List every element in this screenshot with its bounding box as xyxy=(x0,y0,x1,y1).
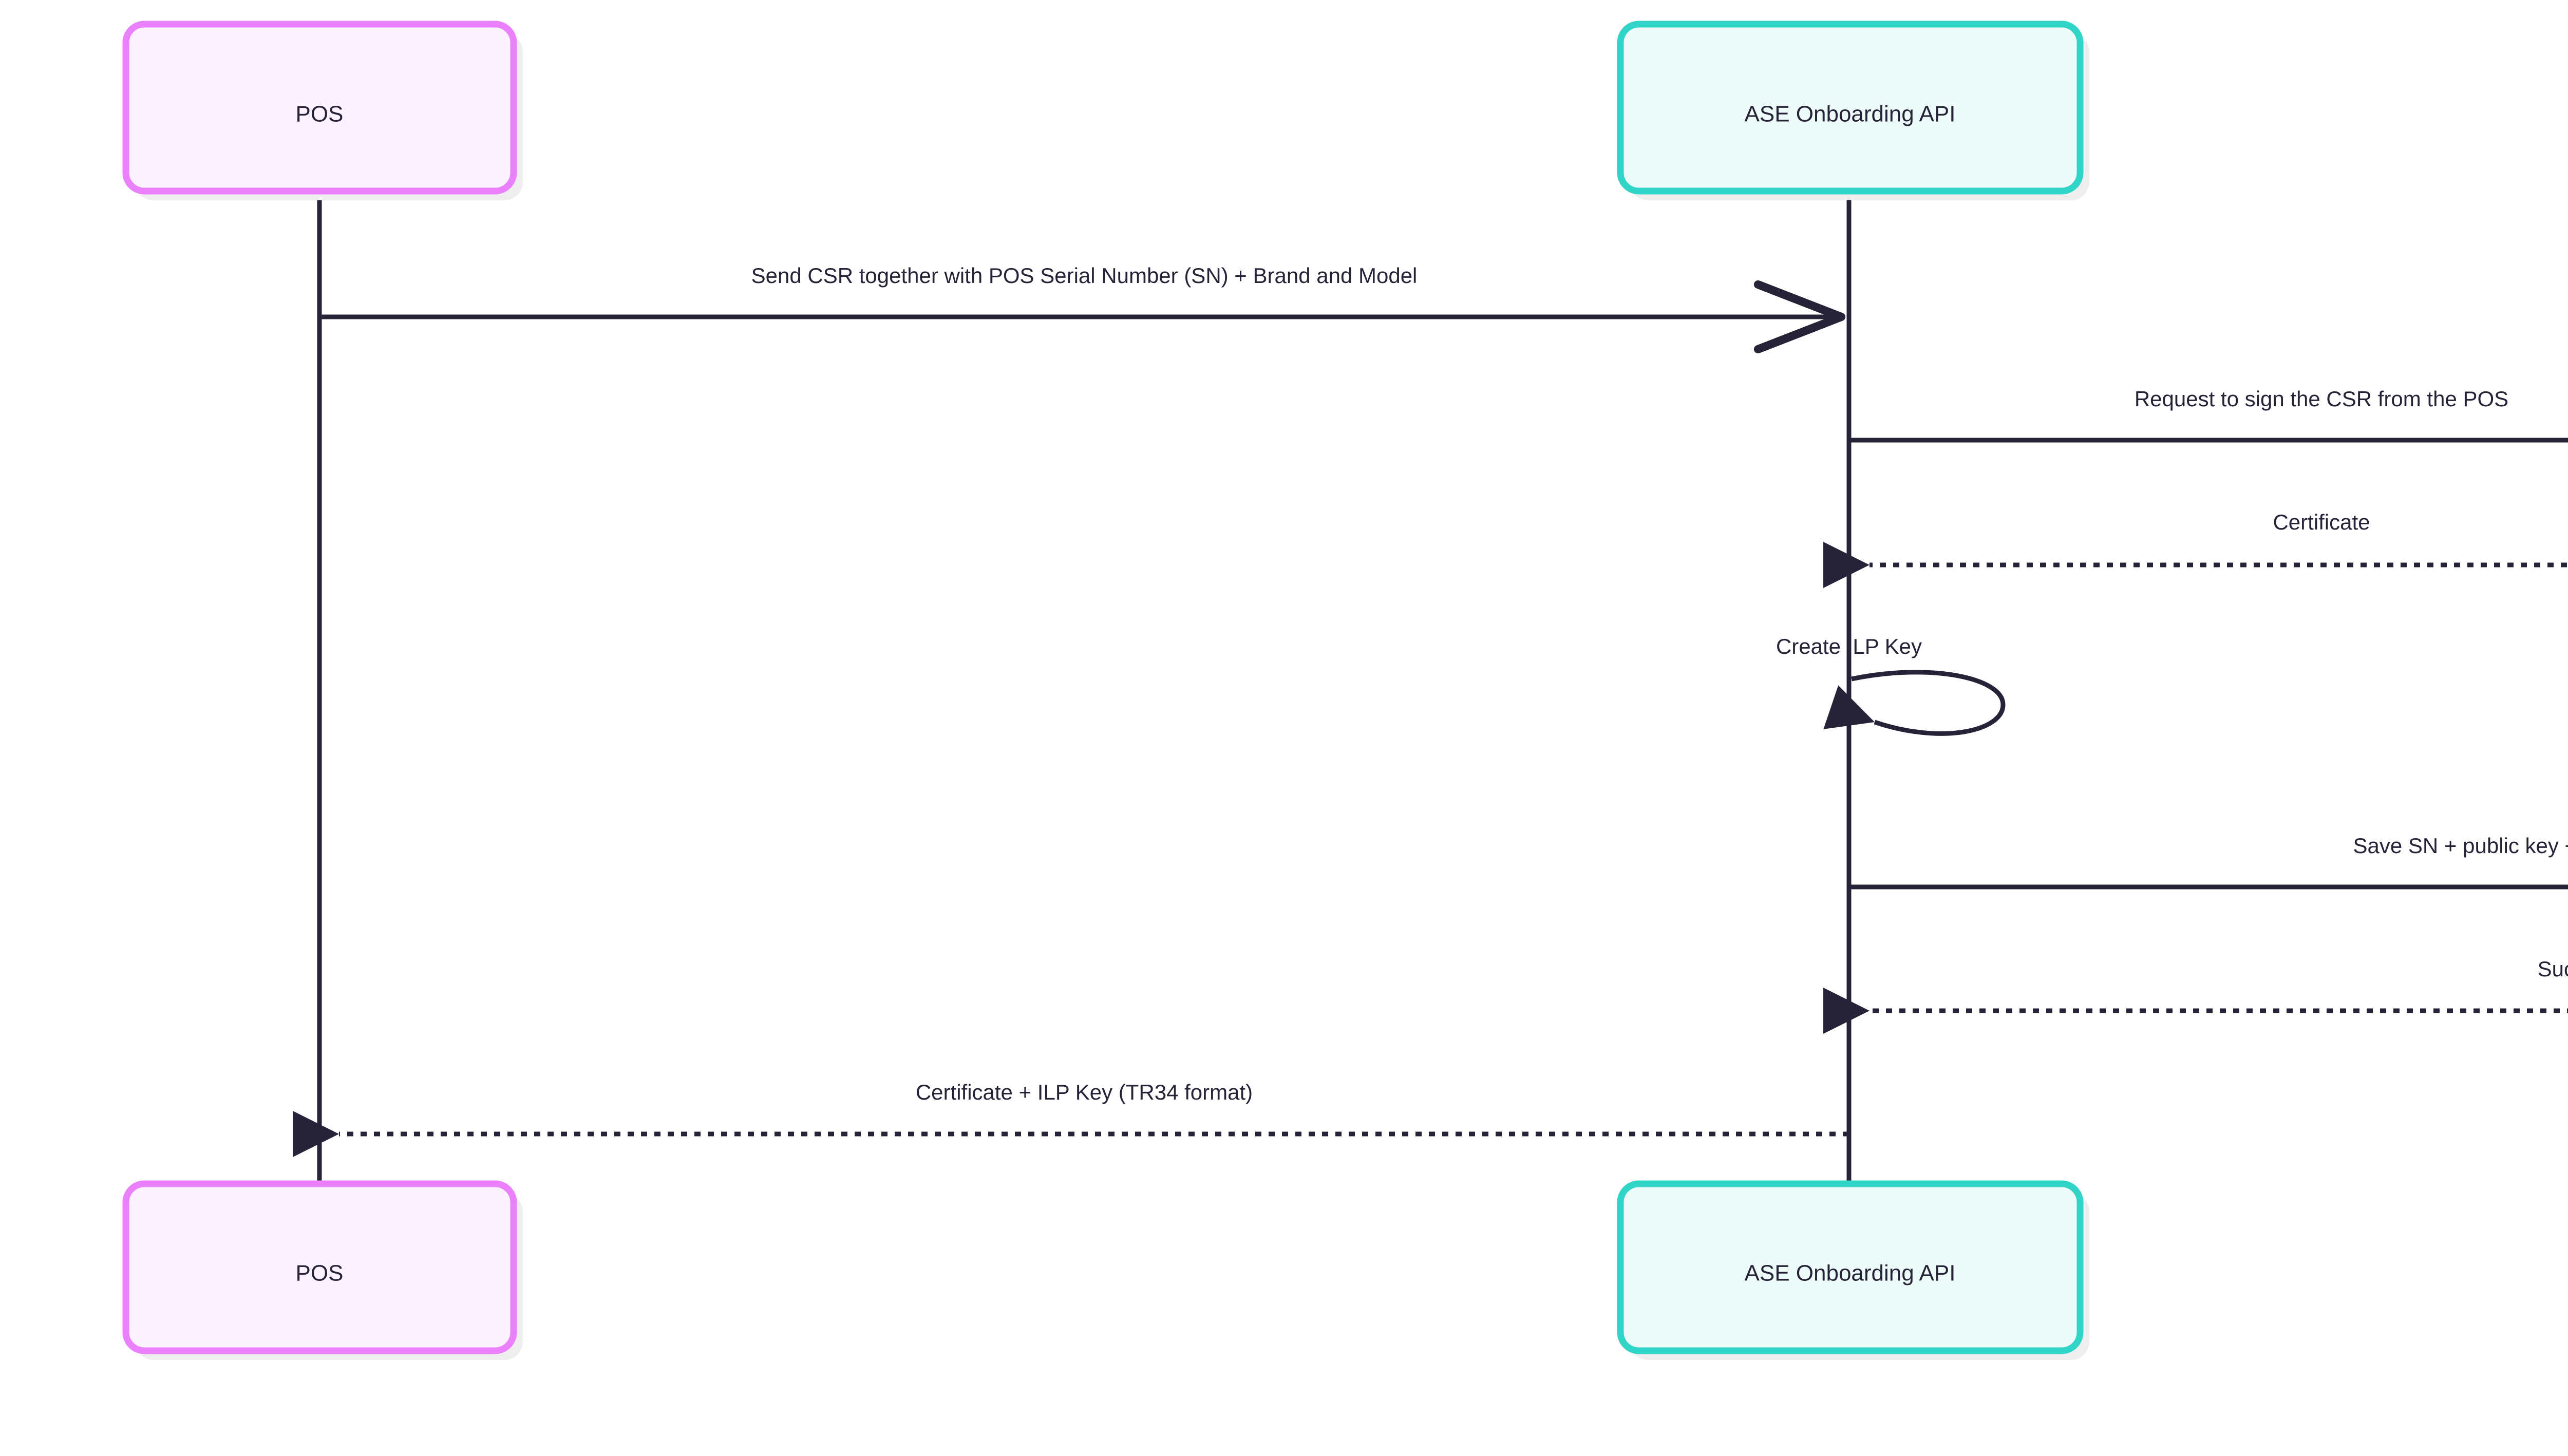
message-label: Request to sign the CSR from the POS xyxy=(2135,387,2508,411)
message-save-sn[interactable]: Save SN + public key + ILP Key (Terminal… xyxy=(1849,834,2568,890)
message-create-ilp-key[interactable]: Create ILP Key xyxy=(1776,634,2006,736)
message-label: Create ILP Key xyxy=(1776,634,1922,658)
participant-rect[interactable] xyxy=(1617,21,2084,195)
message-certificate-ilp-key[interactable]: Certificate + ILP Key (TR34 format) xyxy=(293,1080,1849,1157)
message-certificate[interactable]: Certificate xyxy=(1823,510,2568,588)
message-label: Save SN + public key + ILP Key (Terminal… xyxy=(2353,834,2568,858)
participant-label-pos: POS xyxy=(296,1261,344,1286)
participant-rect[interactable] xyxy=(122,1180,517,1354)
participant-box-ase-onboarding-api-top[interactable]: ASE Onboarding API xyxy=(1617,21,2089,200)
participant-rect[interactable] xyxy=(1617,1180,2084,1354)
message-label: Certificate + ILP Key (TR34 format) xyxy=(916,1080,1253,1104)
participant-boxes-top: POS ASE Onboarding API ASE CA Database xyxy=(122,21,2089,200)
message-success[interactable]: Success xyxy=(1823,957,2568,1034)
participant-label-ase-onboarding-api: ASE Onboarding API xyxy=(1745,1261,1956,1286)
participant-box-pos-bottom[interactable]: POS xyxy=(122,1180,523,1360)
participant-label-pos: POS xyxy=(296,102,344,127)
message-label: Certificate xyxy=(2273,510,2370,534)
message-send-csr[interactable]: Send CSR together with POS Serial Number… xyxy=(319,263,1846,354)
participant-box-ase-onboarding-api-bottom[interactable]: ASE Onboarding API xyxy=(1617,1180,2089,1360)
participant-label-ase-onboarding-api: ASE Onboarding API xyxy=(1745,102,1956,127)
participant-rect[interactable] xyxy=(122,21,517,195)
message-label: Send CSR together with POS Serial Number… xyxy=(751,263,1418,288)
message-label: Success xyxy=(2538,957,2568,981)
participant-box-pos-top[interactable]: POS xyxy=(122,21,523,200)
self-loop-path[interactable] xyxy=(1823,670,2006,736)
message-request-sign-csr[interactable]: Request to sign the CSR from the POS xyxy=(1849,387,2568,443)
participant-boxes-bottom: POS ASE Onboarding API ASE CA Database xyxy=(122,1180,2089,1360)
lifelines-group xyxy=(317,191,1852,1184)
